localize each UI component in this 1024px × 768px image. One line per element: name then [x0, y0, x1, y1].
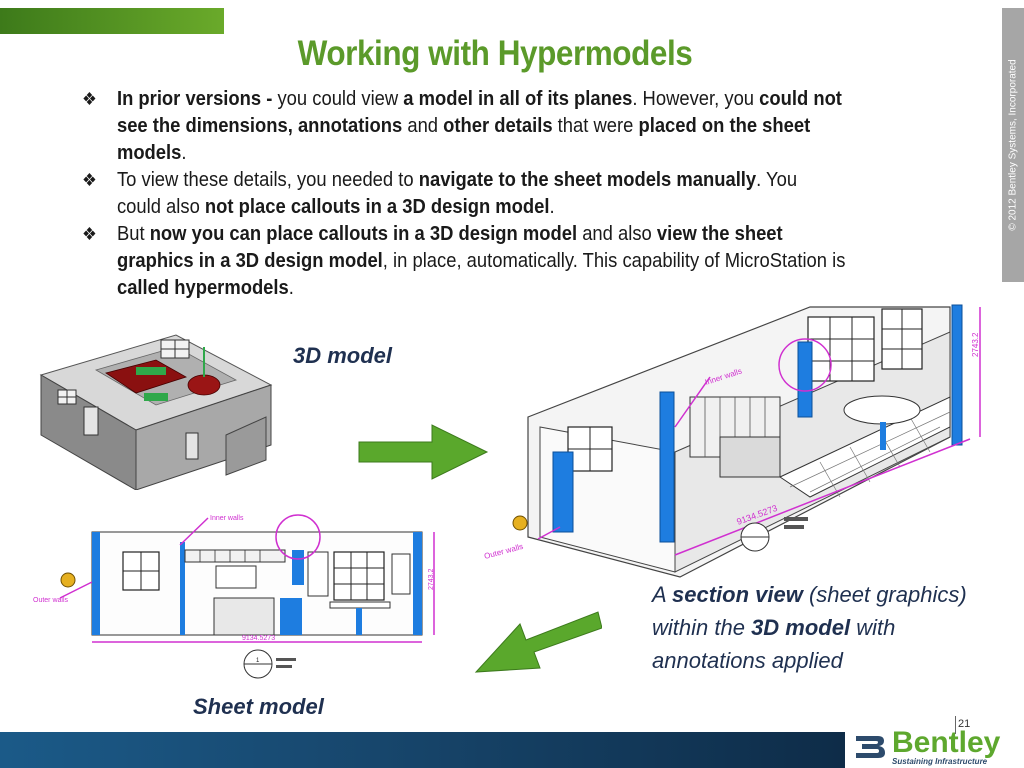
slide-title: Working with Hypermodels [297, 34, 693, 73]
sheet-outer-walls-label: Outer walls [33, 597, 69, 604]
bullet-item-prior-versions: ❖ In prior versions - you could view a m… [82, 88, 842, 164]
sheet-dimension-height-label: 2743.2 [428, 568, 435, 590]
dimension-height-label: 2743.2 [971, 332, 980, 357]
bullet-item-navigate: ❖ To view these details, you needed to n… [82, 169, 798, 218]
bullet-list: ❖ In prior versions - you could view a m… [82, 86, 912, 302]
sheet-model-image: Inner walls Outer walls 9134.5273 2743.2… [33, 514, 435, 679]
label-sheet-model: Sheet model [193, 694, 324, 719]
bullet-item-hypermodels: ❖ But now you can place callouts in a 3D… [82, 223, 846, 299]
bentley-tagline: Sustaining Infrastructure [892, 757, 988, 766]
arrow-down-left-icon [474, 611, 602, 673]
bentley-logo: Bentley Sustaining Infrastructure [850, 726, 1020, 768]
section-view-caption: A section view (sheet graphics) within t… [652, 582, 967, 673]
bentley-wordmark: Bentley [892, 726, 1001, 759]
label-3d-model: 3D model [293, 343, 393, 368]
outer-walls-label: Outer walls [483, 542, 524, 561]
diamond-bullet-icon: ❖ [82, 89, 97, 109]
sheet-inner-walls-label: Inner walls [210, 515, 244, 522]
diamond-bullet-icon: ❖ [82, 224, 97, 244]
copyright-strip: © 2012 Bentley Systems, Incorporated [1002, 8, 1024, 282]
bentley-b-icon [852, 730, 888, 764]
top-accent-bar [0, 8, 224, 34]
diamond-bullet-icon: ❖ [82, 170, 97, 190]
copyright-text: © 2012 Bentley Systems, Incorporated [1007, 59, 1019, 231]
arrow-right-icon [358, 424, 489, 480]
footer-bar [0, 732, 845, 768]
page-number: 21 [958, 718, 971, 730]
sheet-dimension-length-label: 9134.5273 [242, 635, 275, 642]
house-3d-model-image [39, 334, 273, 490]
section-view-3d-image: Inner walls Outer walls 9134.5273 2743.2 [483, 304, 981, 578]
page-number-divider [955, 716, 956, 734]
sheet-tag-number: 1 [256, 658, 260, 664]
